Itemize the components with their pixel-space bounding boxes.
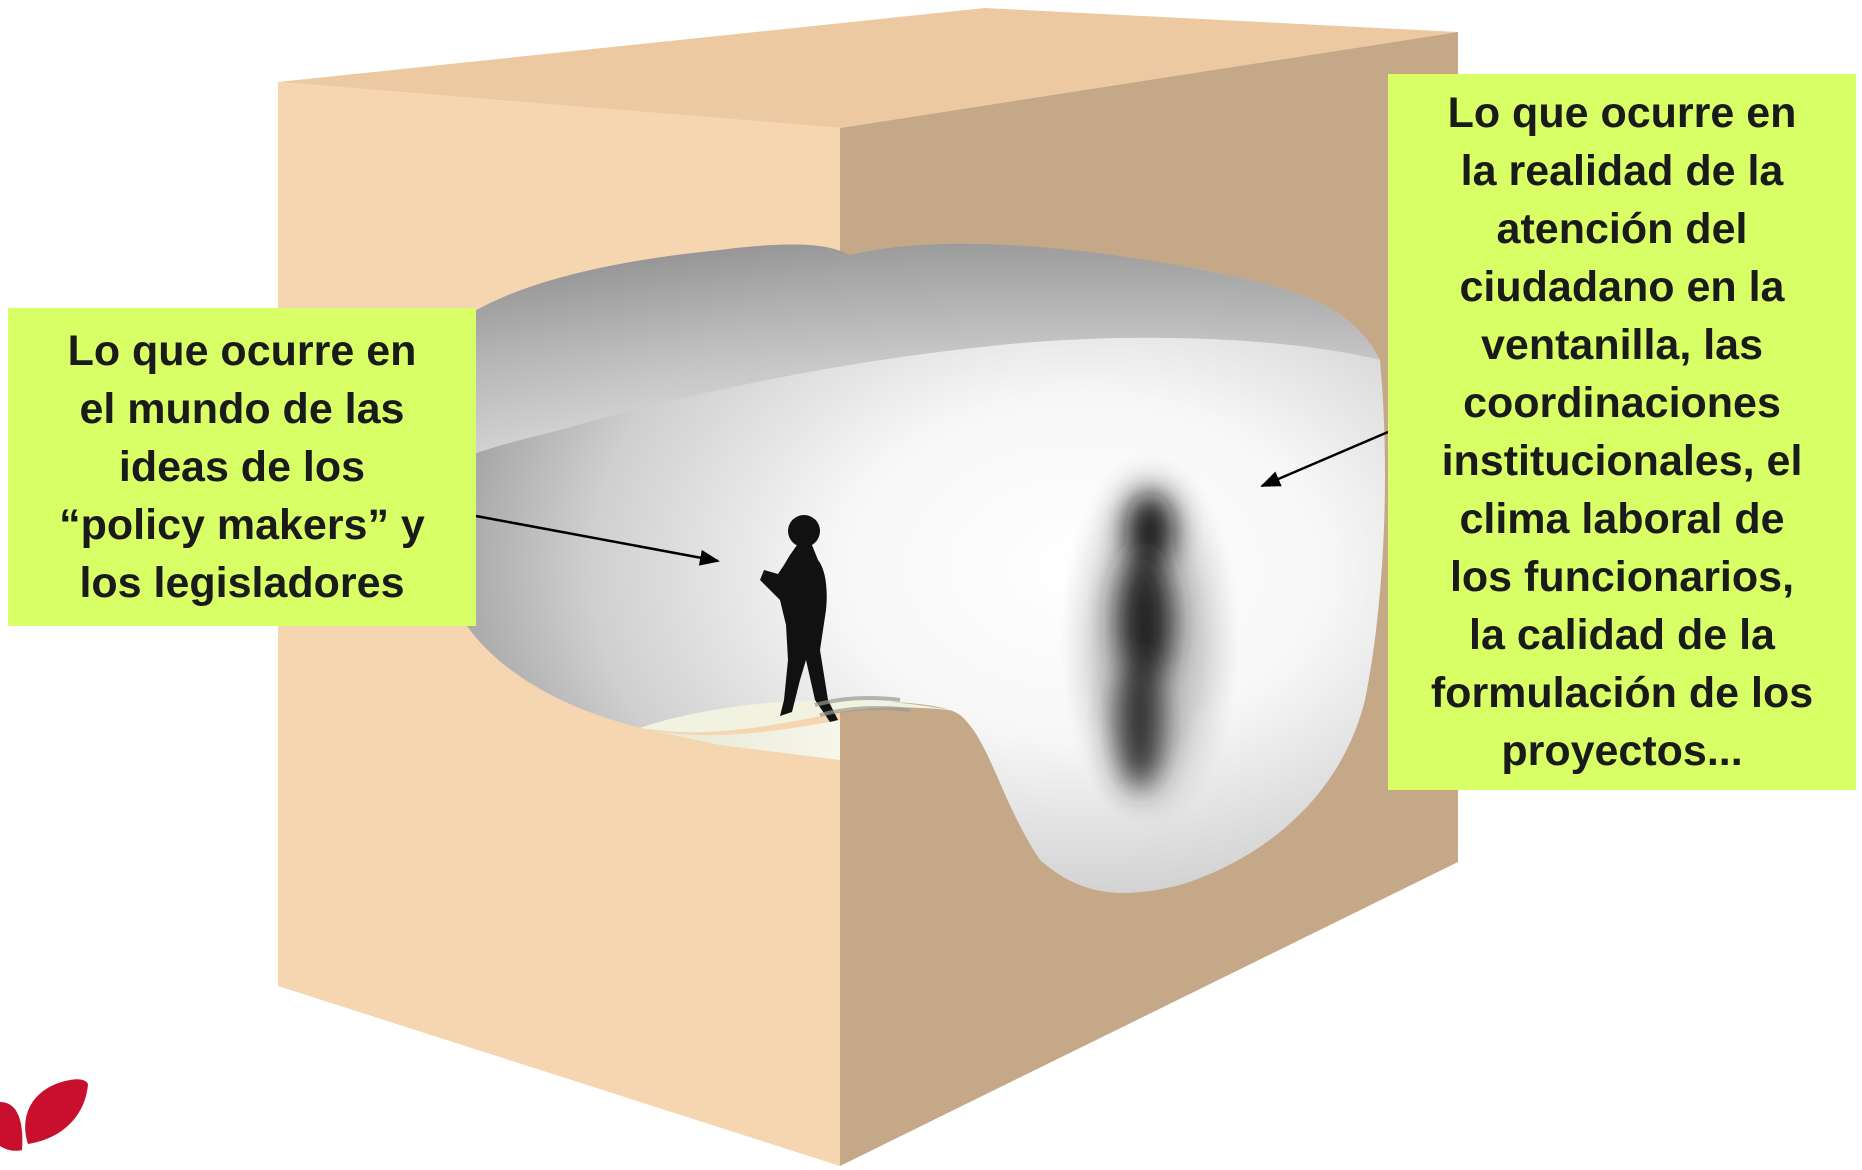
left-callout: Lo que ocurre en el mundo de las ideas d… [8,308,476,626]
cave-ceiling [445,243,1380,470]
right-callout: Lo que ocurre en la realidad de la atenc… [1388,74,1856,790]
person-silhouette-icon [760,515,838,722]
cave-ledge [650,720,840,760]
left-arrow [475,514,720,566]
ledge-highlight [640,700,960,733]
right-arrow [1260,430,1389,488]
logo-icon [0,1079,88,1151]
person-shadow [814,695,911,717]
box-top-face [278,8,1458,128]
